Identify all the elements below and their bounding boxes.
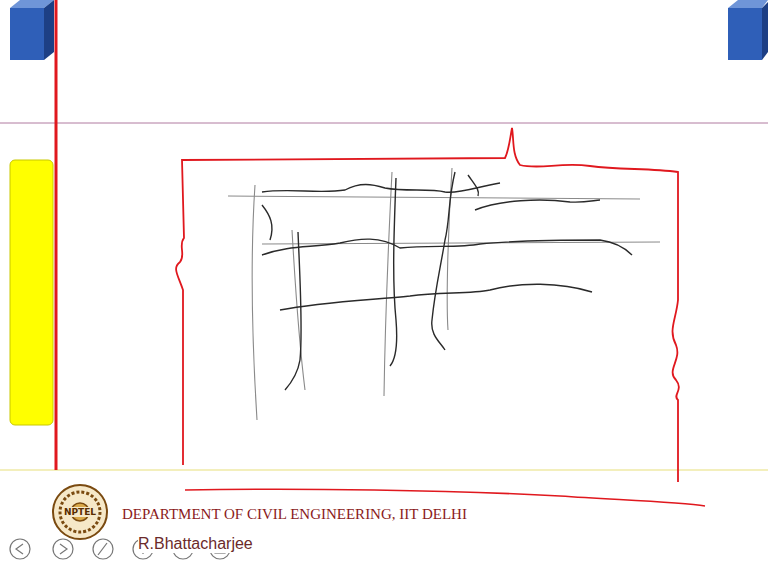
author-name: R.Bhattacharjee: [138, 535, 253, 553]
nptel-logo: [53, 485, 107, 539]
crack-lines: [262, 172, 632, 390]
footer-rule: [0, 469, 768, 470]
corner-cube: [728, 0, 768, 60]
specimen-outline: [176, 128, 679, 482]
header-rule: [0, 123, 768, 124]
department-name: DEPARTMENT OF CIVIL ENGINEERING, IIT DEL…: [122, 506, 467, 523]
margin-line: [55, 0, 58, 470]
base-line: [185, 489, 705, 506]
side-tab: [10, 160, 53, 425]
logo-text: NPTEL: [64, 507, 96, 517]
corner-cube: [10, 0, 54, 60]
grid-lines: [228, 168, 660, 420]
